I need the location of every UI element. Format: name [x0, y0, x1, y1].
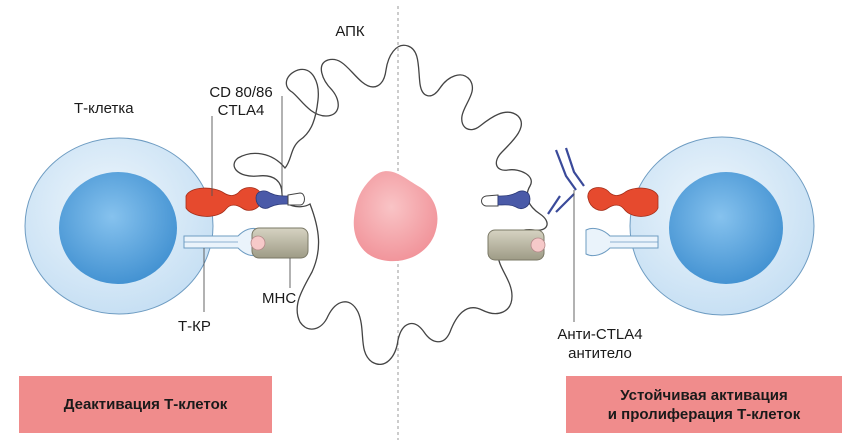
box-activation-line2: и пролиферация Т-клеток — [607, 405, 801, 423]
anti-ctla4-antibody — [547, 147, 585, 215]
box-activation-line1: Устойчивая активация — [620, 386, 788, 404]
label-cd80: CD 80/86 — [209, 84, 273, 101]
label-t-cell: Т-клетка — [74, 100, 134, 117]
apc-nucleus — [353, 171, 438, 262]
left-cd80-ligand — [255, 190, 289, 209]
left-cd80-stalk — [287, 192, 305, 206]
label-mhc: MHC — [262, 290, 297, 307]
right-cd80-ligand — [497, 190, 531, 209]
label-tcr: Т-КР — [178, 318, 211, 335]
label-ctla4: CTLA4 — [217, 102, 265, 119]
apc-outline — [233, 44, 548, 365]
right-t-cell-nucleus — [669, 172, 783, 284]
box-deactivation: Деактивация Т-клеток — [19, 376, 272, 433]
label-anti-ctla4-line2: антитело — [568, 345, 632, 362]
left-t-cell-nucleus — [59, 172, 177, 284]
right-ctla4-receptor — [587, 187, 659, 217]
box-deactivation-text: Деактивация Т-клеток — [63, 396, 228, 413]
label-anti-ctla4-line1: Анти-CTLA4 — [557, 326, 643, 343]
left-ctla4-receptor — [185, 187, 263, 217]
right-peptide — [530, 237, 546, 253]
label-apc: АПК — [335, 23, 365, 40]
right-cd80-stalk — [481, 194, 499, 207]
left-peptide — [250, 235, 266, 251]
box-activation: Устойчивая активация и пролиферация Т-кл… — [566, 376, 842, 433]
